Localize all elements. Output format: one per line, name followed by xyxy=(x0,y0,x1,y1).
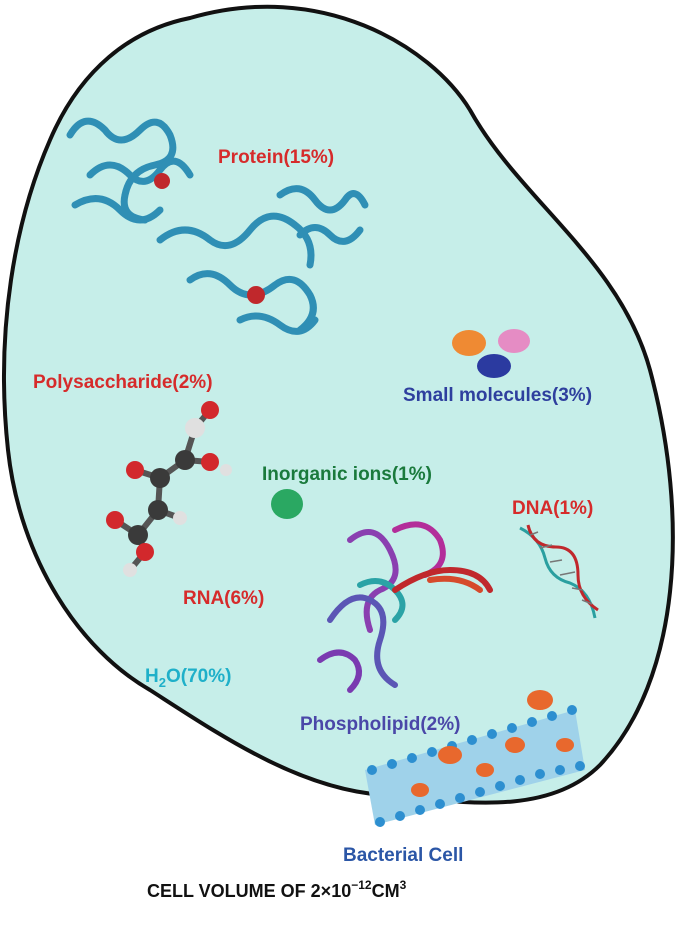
volume-unit-exponent: 3 xyxy=(400,878,407,892)
rna-structure-icon xyxy=(317,521,493,693)
volume-exponent: −12 xyxy=(351,878,372,892)
phospholipid-label: Phospholipid(2%) xyxy=(300,714,460,735)
water-label: H2O(70%) xyxy=(145,666,231,690)
polysaccharide-label: Polysaccharide(2%) xyxy=(33,372,213,393)
small-molecules-icon xyxy=(452,329,530,378)
inorganic-ion-icon xyxy=(271,489,303,519)
inorganic-ions-label: Inorganic ions(1%) xyxy=(262,464,432,485)
bacterial-cell-label: Bacterial Cell xyxy=(343,845,463,866)
water-suffix: O(70%) xyxy=(166,666,231,687)
polysaccharide-molecule-icon xyxy=(106,401,232,577)
water-subscript: 2 xyxy=(159,675,166,690)
dna-label: DNA(1%) xyxy=(512,498,593,519)
protein-ligand-icon xyxy=(154,173,265,304)
protein-label: Protein(15%) xyxy=(218,147,334,168)
protein-structure-icon xyxy=(66,117,369,335)
dna-helix-icon xyxy=(519,524,599,619)
small-molecules-label: Small molecules(3%) xyxy=(403,385,592,406)
water-prefix: H xyxy=(145,666,159,687)
phospholipid-membrane-icon xyxy=(365,690,585,827)
volume-unit: CM xyxy=(372,881,400,901)
cell-volume-caption: CELL VOLUME OF 2×10−12CM3 xyxy=(147,878,407,901)
volume-prefix: CELL VOLUME OF 2×10 xyxy=(147,881,351,901)
rna-label: RNA(6%) xyxy=(183,588,264,609)
